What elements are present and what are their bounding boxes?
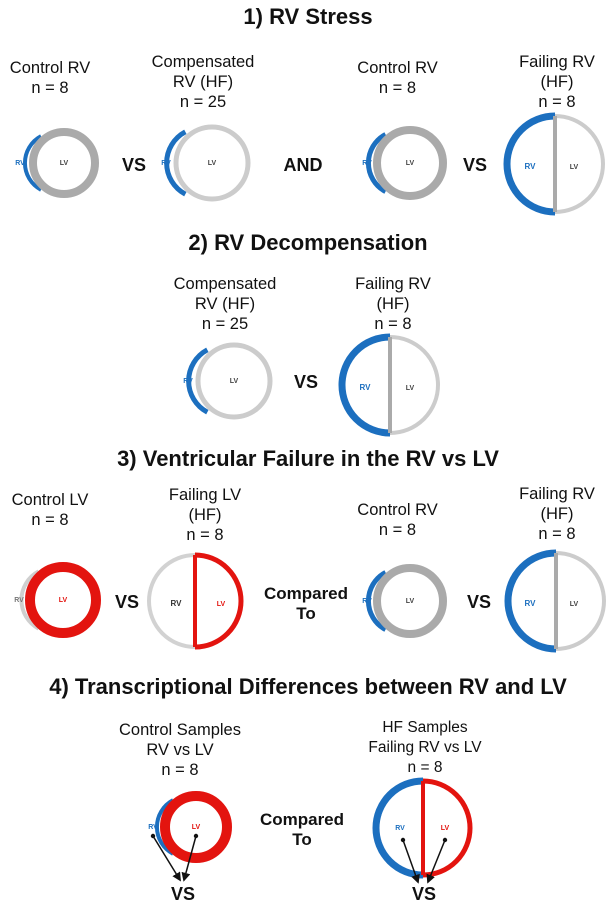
rv-wall bbox=[503, 112, 556, 216]
s4-hf-heart: RV LV bbox=[372, 777, 473, 884]
s1-h2-lv-label: LV bbox=[208, 160, 217, 167]
s4-vs-right: VS bbox=[411, 884, 436, 904]
s1-h2-rv-label: RV bbox=[161, 160, 171, 167]
section-3-title: 3) Ventricular Failure in the RV vs LV bbox=[117, 446, 499, 471]
s2-failing-rv-heart: RV LV bbox=[338, 333, 440, 437]
s2-h1-rv-label: RV bbox=[183, 378, 193, 385]
s4-h2-lv-label: LV bbox=[441, 825, 450, 832]
s1-vs-2: VS bbox=[462, 155, 487, 175]
s1-h1-lv-label: LV bbox=[60, 160, 69, 167]
s3-failing-rv-heart: RV LV bbox=[504, 549, 606, 653]
lv-wall bbox=[29, 128, 99, 198]
s1-compensated-rv-heart: RV LV bbox=[161, 124, 251, 202]
s2-compensated-rv-heart: RV LV bbox=[183, 342, 273, 420]
s4-control-lv-dot bbox=[193, 833, 199, 839]
rv-wall bbox=[186, 347, 209, 415]
section-1-title: 1) RV Stress bbox=[243, 4, 373, 29]
s4-control-rv-dot bbox=[150, 833, 156, 839]
lv-wall bbox=[195, 342, 273, 420]
s2-vs: VS bbox=[293, 372, 318, 392]
s4-hf-lv-dot bbox=[442, 837, 448, 843]
lv-wall bbox=[25, 562, 101, 638]
rv-wall bbox=[147, 553, 196, 649]
s4-hf-rv-arrow bbox=[402, 839, 420, 884]
rv-wall bbox=[155, 798, 175, 856]
rv-wall bbox=[338, 333, 391, 437]
s1-h3-rv-label: RV bbox=[362, 160, 372, 167]
section-4-title: 4) Transcriptional Differences between R… bbox=[49, 674, 567, 699]
s3-h1-lv-label: LV bbox=[59, 597, 68, 604]
s1-and: AND bbox=[283, 155, 323, 175]
s4-h2-rv-label: RV bbox=[395, 825, 405, 832]
s4-hf-lv-arrow bbox=[426, 839, 446, 884]
s1-failing-rv-heart: RV LV bbox=[503, 112, 605, 216]
lv-wall bbox=[389, 335, 440, 435]
s1-vs-1: VS bbox=[121, 155, 146, 175]
s1-failing-rv-label: Failing RV(HF)n = 8 bbox=[519, 53, 595, 111]
rv-wall bbox=[19, 569, 40, 631]
s2-h2-rv-label: RV bbox=[360, 383, 372, 392]
lv-wall bbox=[373, 126, 447, 200]
rv-wall bbox=[23, 134, 43, 192]
s4-vs-left: VS bbox=[170, 884, 195, 904]
rv-wall bbox=[366, 570, 387, 632]
s4-control-rv-arrow bbox=[152, 835, 181, 882]
rv-wall bbox=[372, 777, 424, 879]
s1-h3-lv-label: LV bbox=[406, 160, 415, 167]
s1-h4-lv-label: LV bbox=[570, 164, 579, 171]
s1-control-rv-2-heart: RV LV bbox=[362, 126, 447, 200]
s3-h3-rv-label: RV bbox=[362, 598, 372, 605]
s3-vs-2: VS bbox=[466, 592, 491, 612]
lv-wall bbox=[373, 564, 447, 638]
rv-wall bbox=[366, 132, 387, 194]
s3-h3-lv-label: LV bbox=[406, 598, 415, 605]
s3-h4-lv-label: LV bbox=[570, 601, 579, 608]
s3-h2-lv-label: LV bbox=[217, 601, 226, 608]
section-2-title: 2) RV Decompensation bbox=[188, 230, 428, 255]
s3-failing-rv-label: Failing RV(HF)n = 8 bbox=[519, 485, 595, 543]
s1-h4-rv-label: RV bbox=[525, 162, 537, 171]
lv-wall bbox=[555, 551, 606, 651]
s4-control-lv-arrow bbox=[181, 835, 197, 882]
rv-wall bbox=[164, 129, 187, 197]
lv-wall bbox=[173, 124, 251, 202]
s4-control-heart: RV LV bbox=[148, 791, 232, 882]
s4-h1-rv-label: RV bbox=[148, 824, 158, 831]
s2-failing-rv-label: Failing RV(HF)n = 8 bbox=[355, 275, 431, 333]
s3-h1-rv-label: RV bbox=[14, 597, 24, 604]
lv-wall bbox=[422, 778, 473, 878]
rv-wall bbox=[504, 549, 557, 653]
s3-failing-lv-label: Failing LV(HF)n = 8 bbox=[168, 486, 242, 544]
s4-hf-rv-dot bbox=[400, 837, 406, 843]
s3-h4-rv-label: RV bbox=[525, 599, 537, 608]
s4-h1-lv-label: LV bbox=[192, 824, 201, 831]
s1-h1-rv-label: RV bbox=[15, 160, 25, 167]
s3-h2-rv-label: RV bbox=[171, 599, 183, 608]
lv-wall bbox=[160, 791, 232, 863]
lv-wall bbox=[194, 552, 244, 650]
s3-control-lv-heart: RV LV bbox=[14, 562, 101, 638]
s3-failing-lv-heart: RV LV bbox=[147, 552, 244, 650]
s3-vs-1: VS bbox=[114, 592, 139, 612]
s2-h1-lv-label: LV bbox=[230, 378, 239, 385]
s2-h2-lv-label: LV bbox=[406, 385, 415, 392]
s1-control-rv-heart: RV LV bbox=[15, 128, 99, 198]
lv-wall bbox=[554, 114, 605, 214]
s3-control-rv-heart: RV LV bbox=[362, 564, 447, 638]
